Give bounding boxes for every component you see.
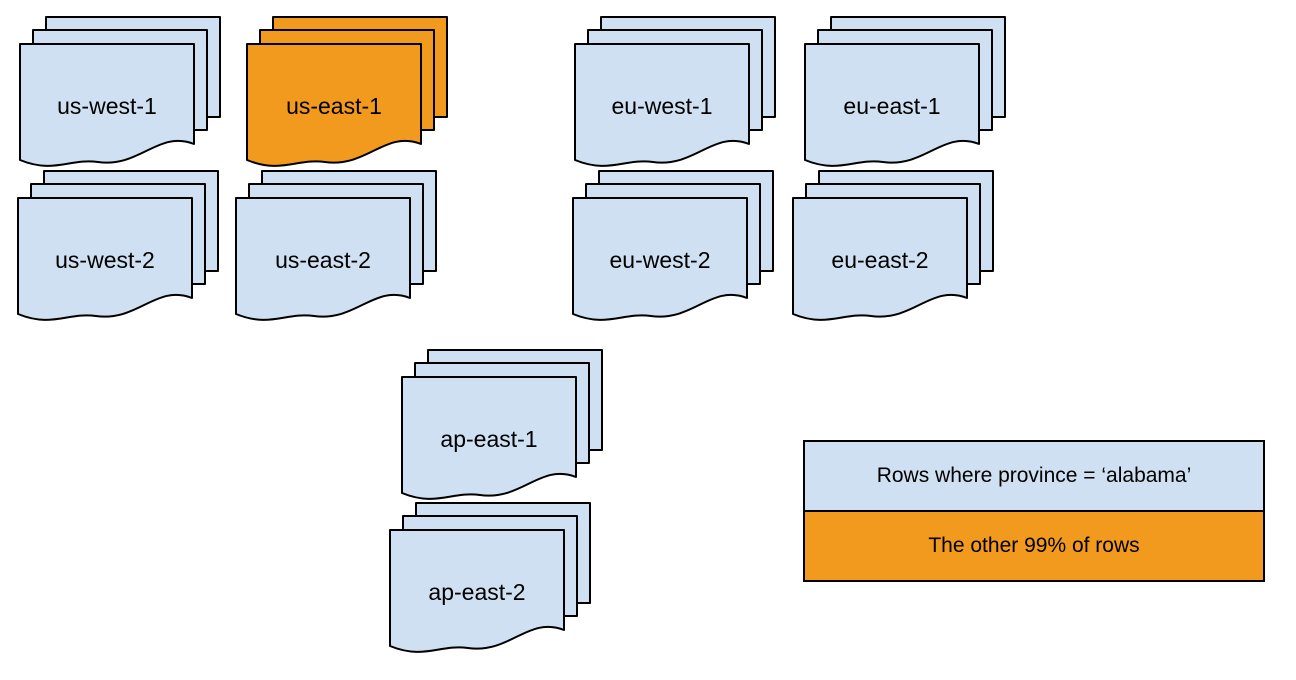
region-stack-us-east-2: us-east-2 <box>235 170 438 326</box>
region-stack-eu-west-1: eu-west-1 <box>574 16 777 172</box>
document-stack-icon <box>574 16 776 167</box>
region-stack-eu-east-2: eu-east-2 <box>792 170 995 326</box>
legend-label: Rows where province = ‘alabama’ <box>876 464 1192 487</box>
legend-row-other-rows: The other 99% of rows <box>805 510 1263 580</box>
region-stack-ap-east-1: ap-east-1 <box>401 349 604 505</box>
document-stack-icon <box>235 170 437 321</box>
legend-row-alabama-rows: Rows where province = ‘alabama’ <box>805 442 1263 510</box>
region-stack-ap-east-2: ap-east-2 <box>389 502 592 658</box>
legend: Rows where province = ‘alabama’ The othe… <box>803 440 1265 582</box>
document-stack-icon <box>792 170 994 321</box>
document-stack-icon <box>246 16 448 167</box>
region-stack-us-west-1: us-west-1 <box>19 16 222 172</box>
region-stack-us-east-1: us-east-1 <box>246 16 449 172</box>
document-stack-icon <box>17 170 219 321</box>
document-stack-icon <box>389 502 591 653</box>
legend-label: The other 99% of rows <box>928 534 1140 557</box>
document-stack-icon <box>19 16 221 167</box>
region-stack-us-west-2: us-west-2 <box>17 170 220 326</box>
region-stack-eu-east-1: eu-east-1 <box>804 16 1007 172</box>
region-stack-eu-west-2: eu-west-2 <box>572 170 775 326</box>
document-stack-icon <box>804 16 1006 167</box>
document-stack-icon <box>572 170 774 321</box>
document-stack-icon <box>401 349 603 500</box>
